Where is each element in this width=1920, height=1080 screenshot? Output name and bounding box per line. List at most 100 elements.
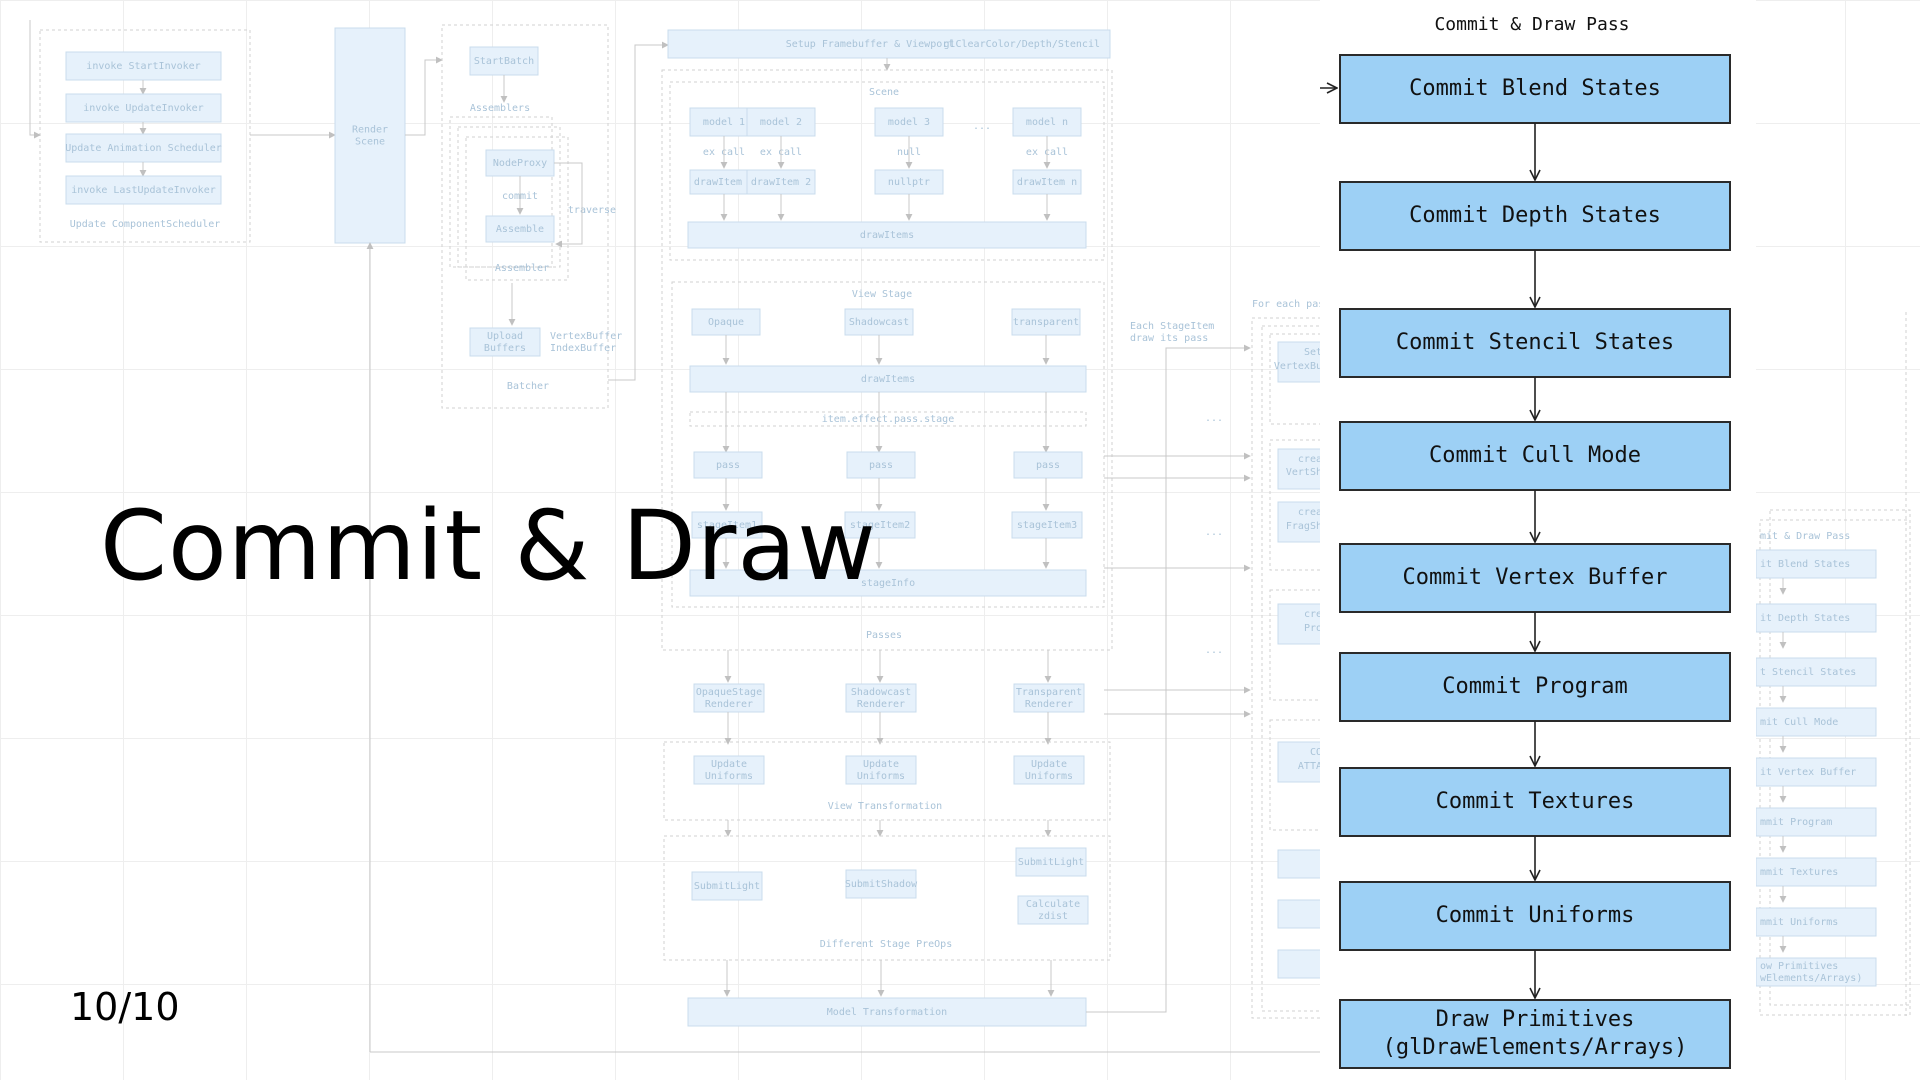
right-mini-box-box <box>1755 807 1877 837</box>
upload-buffers-label-line: Buffers <box>484 343 526 354</box>
pass-frag-label-a: CO <box>1310 747 1322 758</box>
right-mini-label: it Blend States <box>1760 559 1850 570</box>
scheduler-item-box <box>65 175 222 205</box>
scheduler-item-label: invoke UpdateInvoker <box>83 103 203 114</box>
view-stage-stage-item-box <box>844 511 916 539</box>
uniforms-group <box>663 741 1111 821</box>
pass-step-label: Draw Primitives (glDrawElements/Arrays) <box>1383 1007 1688 1060</box>
scene-model-label-line: model 2 <box>760 117 802 128</box>
view-stage-stage-info-box <box>689 569 1087 597</box>
page-number: 10/10 <box>70 985 180 1029</box>
pass-frag-label-b-line: Pro <box>1304 623 1322 634</box>
scheduler-item-label-line: invoke UpdateInvoker <box>83 103 203 114</box>
view-stage-item-label-line: transparent <box>1013 317 1079 328</box>
scheduler-item-box <box>65 133 222 163</box>
update-uniforms-label-line: Uniforms <box>705 771 753 782</box>
stage-filter-label: item.effect.pass.stage <box>822 414 954 425</box>
view-stage-pass-label: pass <box>716 460 740 471</box>
buffers-note-2-line: IndexBuffer <box>550 343 616 354</box>
column-dots: ... <box>1205 527 1223 538</box>
pass-frag-group-1 <box>1269 333 1333 425</box>
pass-frag-label-b-line: FragSh <box>1286 521 1322 532</box>
column-dots-line: ... <box>1205 413 1223 424</box>
scheduler-item-label: Update Animation Scheduler <box>65 143 222 154</box>
view-stage-label: View Stage <box>852 289 912 300</box>
batcher-group <box>441 24 609 409</box>
scene-model-label-line: model n <box>1026 117 1068 128</box>
right-mini-box-box <box>1755 907 1877 937</box>
pass-step-label-line: Commit Blend States <box>1409 76 1661 101</box>
right-mini-label: mit Cull Mode <box>1760 717 1838 728</box>
scene-draw-item-label: drawItem 2 <box>751 177 811 188</box>
column-dots-line: ... <box>1205 645 1223 656</box>
pass-header: Commit & Draw Pass <box>1434 14 1629 35</box>
pass-step-label-line: Commit Textures <box>1436 789 1635 814</box>
right-mini-last-2-line: wElements/Arrays) <box>1760 973 1862 984</box>
pass-step-box <box>1339 543 1731 613</box>
for-each-pass-label: For each pass: <box>1252 299 1336 310</box>
update-uniforms-label-line: Uniforms <box>857 771 905 782</box>
assembler-label: Assembler <box>495 263 549 274</box>
update-uniforms-box <box>845 755 917 785</box>
right-mini-box-box <box>1755 603 1877 633</box>
right-mini-box-box <box>1755 757 1877 787</box>
right-mini-label-line: mmit Uniforms <box>1760 917 1838 928</box>
submit-shadow-box <box>845 869 917 899</box>
submit-light-1-label: SubmitLight <box>694 881 760 892</box>
view-stage-stage-item-box <box>1011 511 1083 539</box>
column-dots: ... <box>1205 645 1223 656</box>
stage-renderer-box <box>693 683 765 713</box>
each-stage-note-1: Each StageItem <box>1130 321 1214 332</box>
upload-buffers-label-line: Upload <box>487 331 523 342</box>
pass-step-label-line: (glDrawElements/Arrays) <box>1383 1035 1688 1060</box>
scene-draw-item-label: drawItem n <box>1017 177 1077 188</box>
pass-step-label: Commit Depth States <box>1409 203 1661 228</box>
pass-frag-label-a: Set <box>1304 347 1322 358</box>
view-stage-stage-item-label-line: stageItem3 <box>1017 520 1077 531</box>
view-stage-draw-items-label: drawItems <box>861 374 915 385</box>
for-each-pass-label-line: For each pass: <box>1252 299 1336 310</box>
pass-step-label-line: Draw Primitives <box>1436 1007 1635 1032</box>
view-stage-pass-label-line: pass <box>869 460 893 471</box>
scene-label-line: Scene <box>869 87 899 98</box>
view-stage-stage-item-label-line: stageItem2 <box>850 520 910 531</box>
right-mini-label: it Depth States <box>1760 613 1850 624</box>
pass-frag-label-b-line: ATTA <box>1298 761 1322 772</box>
view-stage-item-label: Shadowcast <box>849 317 909 328</box>
view-stage-draw-items-box <box>689 365 1087 393</box>
right-mini-box-box <box>1755 857 1877 887</box>
pass-frag-label-b-line: VertexBu <box>1274 361 1322 372</box>
stage-filter-label-line: item.effect.pass.stage <box>822 414 954 425</box>
scheduler-item-label: invoke LastUpdateInvoker <box>71 185 216 196</box>
each-stage-note-2: draw its pass <box>1130 333 1208 344</box>
passes-caption: Passes <box>866 630 902 641</box>
render-scene-box <box>334 27 406 244</box>
stage-renderer-label-line: Transparent <box>1016 687 1082 698</box>
pass-step-label: Commit Textures <box>1436 789 1635 814</box>
pass-step-label-line: Commit Program <box>1442 674 1627 699</box>
submit-light-2-label: SubmitLight <box>1018 857 1084 868</box>
pass-frag-label-b: FragSh <box>1286 521 1322 532</box>
model-transformation-label: Model Transformation <box>827 1007 947 1018</box>
buffers-note-1-line: VertexBuffer <box>550 331 622 342</box>
each-stage-note-1-line: Each StageItem <box>1130 321 1214 332</box>
assemble-label-line: Assemble <box>496 224 544 235</box>
scene-model-label: model 2 <box>760 117 802 128</box>
scene-draw-item-label-line: nullptr <box>888 177 930 188</box>
right-mini-label-line: mmit Textures <box>1760 867 1838 878</box>
model-ellipsis-line: ... <box>973 121 991 132</box>
right-mini-label-line: it Blend States <box>1760 559 1850 570</box>
view-stage-stage-info-label: stageInfo <box>861 578 915 589</box>
scene-model-label-line: model 1 <box>703 117 745 128</box>
scene-draw-item-label-line: drawItem 1 <box>694 177 754 188</box>
view-stage-stage-item-label: stageItem3 <box>1017 520 1077 531</box>
view-stage-item-label: Opaque <box>708 317 744 328</box>
scene-model-label: model n <box>1026 117 1068 128</box>
column-dots: ... <box>1205 413 1223 424</box>
upload-buffers-box <box>469 327 541 357</box>
view-stage-item-label-line: Opaque <box>708 317 744 328</box>
view-stage-item-label: transparent <box>1013 317 1079 328</box>
